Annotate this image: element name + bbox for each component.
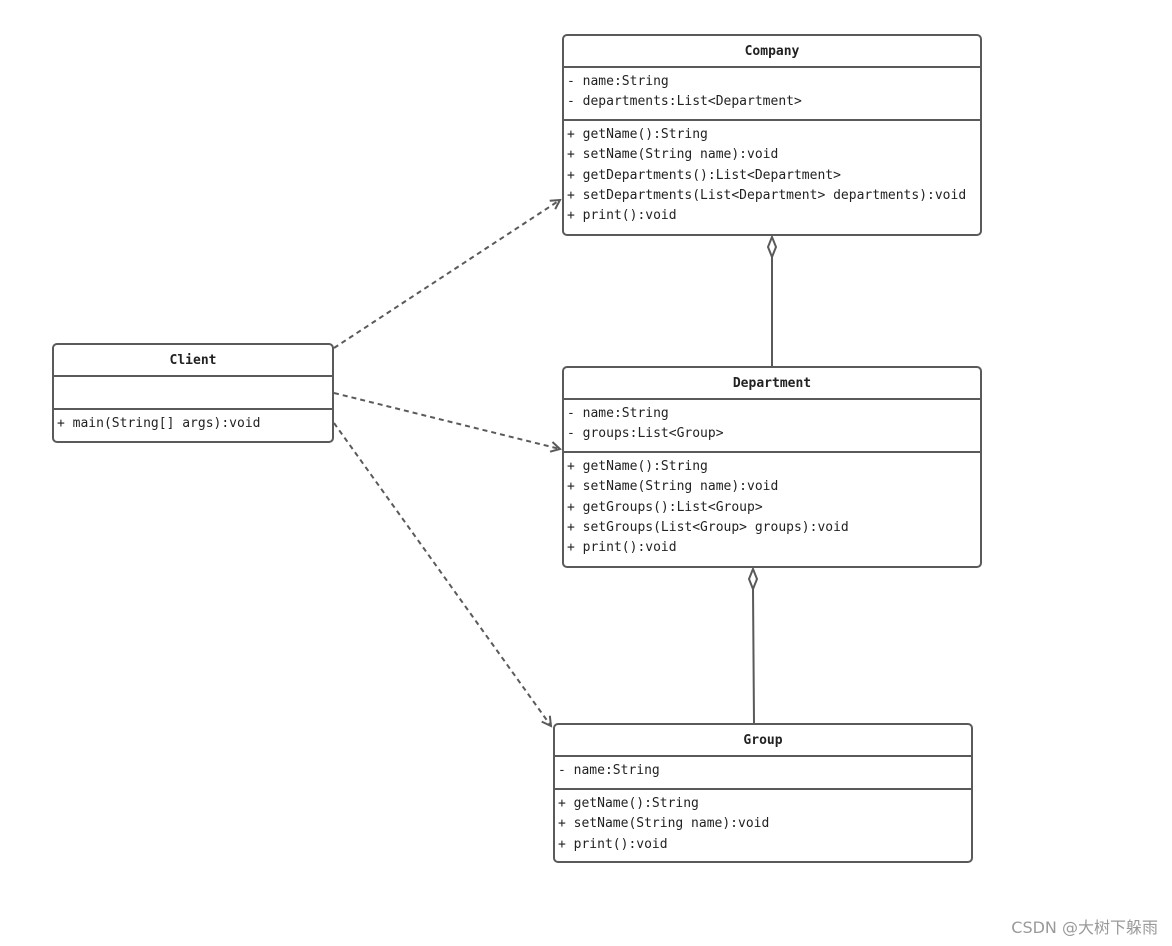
dependency-client-company [333, 200, 560, 349]
class-department[interactable]: Department - name:String - groups:List<G… [562, 366, 982, 568]
attribute: - name:String [567, 406, 669, 421]
aggregation-diamond-department [747, 566, 759, 592]
method: + getName():String [567, 127, 708, 142]
method: + getGroups():List<Group> [567, 499, 763, 515]
attribute: - name:String [558, 763, 660, 778]
method: + setGroups(List<Group> groups):void [567, 519, 849, 535]
aggregation-diamond-company [766, 234, 778, 260]
class-department-name: Department [564, 368, 980, 400]
class-company[interactable]: Company - name:String - departments:List… [562, 34, 982, 236]
method: + print():void [558, 836, 668, 852]
method: + main(String[] args):void [57, 416, 261, 431]
class-client-methods: + main(String[] args):void [54, 410, 332, 438]
method: + getName():String [558, 796, 699, 811]
class-group-attributes: - name:String [555, 757, 971, 790]
attribute: - departments:List<Department> [567, 94, 802, 110]
class-client-name: Client [54, 345, 332, 377]
attribute: - name:String [567, 74, 669, 89]
class-group[interactable]: Group - name:String + getName():String +… [553, 723, 973, 863]
class-company-methods: + getName():String + setName(String name… [564, 121, 980, 230]
method: + setName(String name):void [567, 479, 779, 495]
method: + print():void [567, 208, 677, 224]
class-department-attributes: - name:String - groups:List<Group> [564, 400, 980, 453]
class-company-name: Company [564, 36, 980, 68]
aggregation-department-group [752, 588, 755, 724]
dependency-client-department [333, 392, 560, 449]
attribute: - groups:List<Group> [567, 426, 724, 442]
method: + setName(String name):void [567, 147, 779, 163]
method: + getDepartments():List<Department> [567, 167, 841, 183]
watermark: CSDN @大树下躲雨 [1011, 918, 1158, 937]
method: + setName(String name):void [558, 816, 770, 832]
method: + print():void [567, 540, 677, 556]
class-group-name: Group [555, 725, 971, 757]
method: + setDepartments(List<Department> depart… [567, 187, 967, 203]
dependency-client-group [333, 422, 551, 726]
method: + getName():String [567, 459, 708, 474]
class-client-attributes [54, 377, 332, 410]
class-department-methods: + getName():String + setName(String name… [564, 453, 980, 562]
class-client[interactable]: Client + main(String[] args):void [52, 343, 334, 443]
class-company-attributes: - name:String - departments:List<Departm… [564, 68, 980, 121]
class-group-methods: + getName():String + setName(String name… [555, 790, 971, 859]
